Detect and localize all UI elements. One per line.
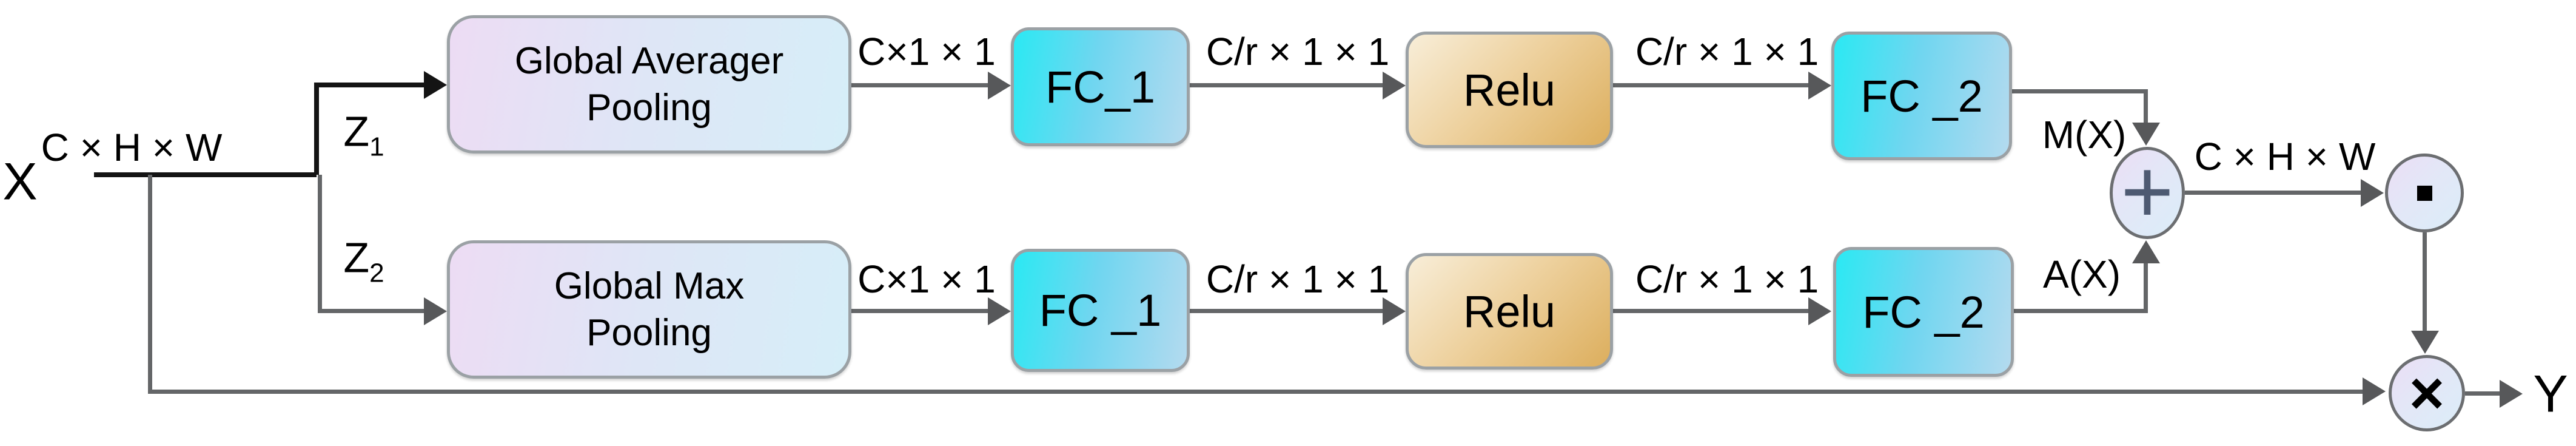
arrowhead-into-fc2-bottom — [1808, 297, 1831, 325]
arrowhead-into-relu-bottom — [1383, 297, 1406, 325]
black-square-icon — [2417, 185, 2432, 201]
dim-cr11-bottom-2: C/r × 1 × 1 — [1635, 257, 1819, 301]
add-operator-circle: + — [2110, 140, 2185, 242]
edge-relu-to-fc2-top — [1613, 83, 1811, 87]
edge-multiply-to-output — [2465, 391, 2501, 396]
z2-subscript: 2 — [369, 258, 384, 288]
edge-dot-to-multiply — [2423, 232, 2427, 332]
edge-z2-vertical — [318, 175, 322, 313]
arrowhead-into-add-bottom — [2132, 240, 2160, 263]
fc2-bottom-box: FC _2 — [1833, 247, 2014, 377]
edge-add-to-dot — [2185, 191, 2362, 195]
arrowhead-into-fc1-bottom — [988, 297, 1011, 325]
edge-fc1-to-relu-top — [1190, 83, 1385, 87]
relu-bottom-box: Relu — [1406, 253, 1613, 370]
sigmoid-operator-circle — [2385, 154, 2464, 232]
edge-fc2top-out-horizontal — [2012, 89, 2148, 93]
edge-relu-to-fc2-bottom — [1613, 309, 1811, 313]
relu-bottom-label: Relu — [1463, 286, 1556, 337]
edge-avgpool-to-fc1 — [851, 83, 990, 87]
sum-dim-label: C × H × W — [2194, 135, 2376, 178]
edge-z1-horizontal — [314, 83, 426, 87]
multiply-operator-circle: × — [2389, 355, 2465, 431]
edge-maxpool-to-fc1 — [851, 309, 990, 313]
edge-skip-vertical — [148, 175, 152, 394]
input-dim-label: C × H × W — [41, 126, 223, 169]
arrowhead-into-max-pool — [424, 297, 447, 325]
global-max-pooling-box: Global Max Pooling — [447, 240, 851, 379]
edge-fc2top-out-vertical — [2144, 89, 2148, 126]
relu-top-box: Relu — [1406, 32, 1613, 148]
global-max-pooling-label: Global Max Pooling — [554, 265, 745, 354]
input-symbol: X — [2, 152, 38, 211]
fc2-top-box: FC _2 — [1831, 32, 2012, 160]
arrowhead-into-avg-pool — [424, 71, 447, 99]
mx-label: M(X) — [2042, 113, 2127, 157]
fc2-top-label: FC _2 — [1860, 70, 1983, 121]
edge-z2-horizontal — [318, 309, 427, 313]
z1-label: Z1 — [343, 107, 384, 162]
dim-c11-top: C×1 × 1 — [857, 30, 996, 73]
multiply-icon: × — [2409, 359, 2445, 427]
fc1-top-label: FC_1 — [1045, 61, 1155, 112]
dim-cr11-top-1: C/r × 1 × 1 — [1206, 30, 1390, 73]
dim-cr11-bottom-1: C/r × 1 × 1 — [1206, 257, 1390, 301]
arrowhead-into-dot — [2361, 179, 2384, 207]
global-average-pooling-label: Global Averager Pooling — [514, 39, 784, 129]
fc1-top-box: FC_1 — [1011, 27, 1190, 146]
relu-top-label: Relu — [1463, 64, 1556, 115]
edge-z1-vertical — [314, 83, 319, 175]
edge-fc2bottom-out-horizontal — [2014, 309, 2148, 313]
arrowhead-into-add-top — [2132, 123, 2160, 146]
edge-fc1-to-relu-bottom — [1190, 309, 1385, 313]
output-symbol: Y — [2533, 365, 2568, 424]
dim-c11-bottom: C×1 × 1 — [857, 257, 996, 301]
arrowhead-into-relu-top — [1383, 72, 1406, 100]
arrowhead-into-multiply-left — [2363, 377, 2386, 405]
dim-cr11-top-2: C/r × 1 × 1 — [1635, 30, 1819, 73]
arrowhead-into-fc2-top — [1808, 72, 1831, 100]
fc1-bottom-label: FC _1 — [1039, 285, 1162, 336]
arrowhead-into-output — [2500, 380, 2523, 408]
z1-subscript: 1 — [369, 132, 384, 162]
ax-label: A(X) — [2043, 252, 2121, 296]
arrowhead-into-fc1-top — [988, 72, 1011, 100]
plus-icon: + — [2121, 140, 2174, 242]
arrowhead-into-multiply-top — [2411, 331, 2439, 354]
edge-skip-horizontal — [148, 390, 2364, 394]
edge-fc2bottom-out-vertical — [2144, 263, 2148, 311]
z2-label: Z2 — [343, 234, 384, 288]
global-average-pooling-box: Global Averager Pooling — [447, 15, 851, 154]
fc2-bottom-label: FC _2 — [1862, 286, 1985, 337]
edge-input-main — [94, 172, 317, 177]
fc1-bottom-box: FC _1 — [1011, 249, 1190, 372]
